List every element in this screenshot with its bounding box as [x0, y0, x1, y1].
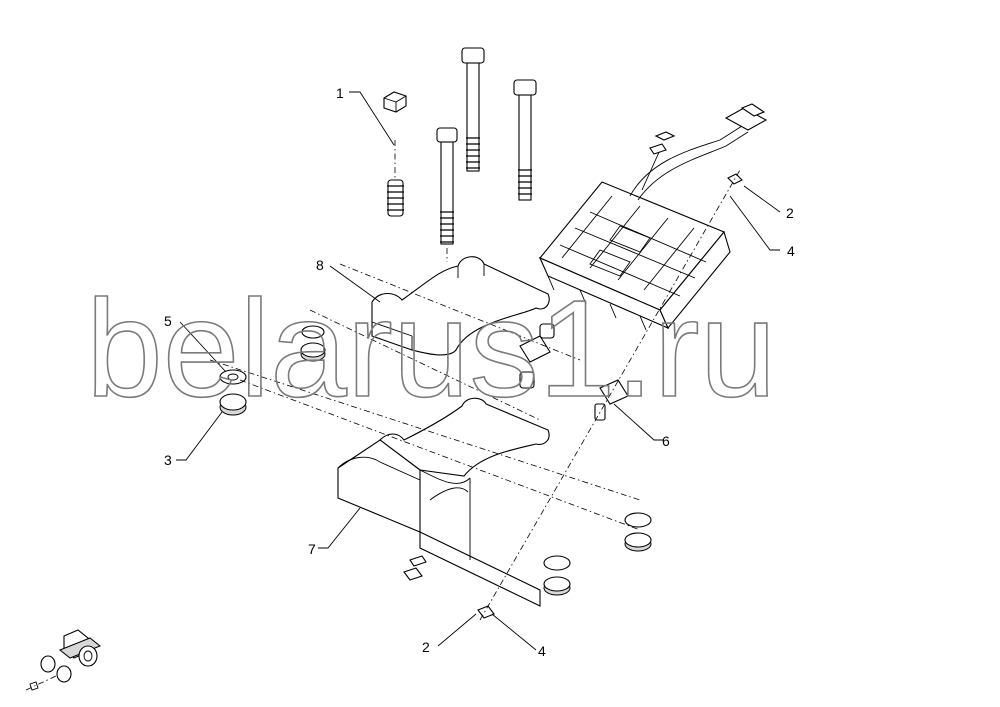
cable-harness — [629, 103, 768, 201]
callout-4-upper: 4 — [787, 243, 795, 259]
watermark-text: belarus1.ru — [86, 272, 776, 426]
center-lines — [209, 140, 741, 621]
bracket-frame-7 — [337, 397, 550, 607]
bolt-long-right — [513, 79, 537, 201]
leader-lines — [176, 91, 781, 651]
callout-2-upper: 2 — [786, 205, 794, 221]
callout-4-lower: 4 — [538, 643, 546, 659]
bolt-long-left — [436, 127, 458, 245]
callout-labels: 1 2 2 3 4 4 5 6 7 8 — [164, 85, 795, 659]
nut-3 — [219, 393, 247, 416]
washer-stack-left-upper — [300, 325, 326, 362]
bolt-long-center — [461, 47, 485, 172]
callout-8: 8 — [316, 257, 324, 273]
callout-3: 3 — [164, 452, 172, 468]
callout-2-lower: 2 — [422, 639, 430, 655]
pin-2-lower — [477, 605, 495, 619]
spacer-6 — [519, 323, 629, 421]
tractor-locator-icon — [25, 629, 101, 691]
washer-5 — [219, 369, 247, 385]
washers-right-upper — [624, 512, 652, 552]
washers-right-lower — [543, 555, 571, 596]
pin-lower-left — [403, 555, 427, 581]
nut-1 — [383, 91, 407, 113]
callout-5: 5 — [164, 313, 172, 329]
stud-1 — [387, 179, 404, 217]
callout-6: 6 — [662, 433, 670, 449]
callout-7: 7 — [308, 541, 316, 557]
bracket-plate-8 — [371, 256, 550, 356]
callout-1: 1 — [336, 85, 344, 101]
